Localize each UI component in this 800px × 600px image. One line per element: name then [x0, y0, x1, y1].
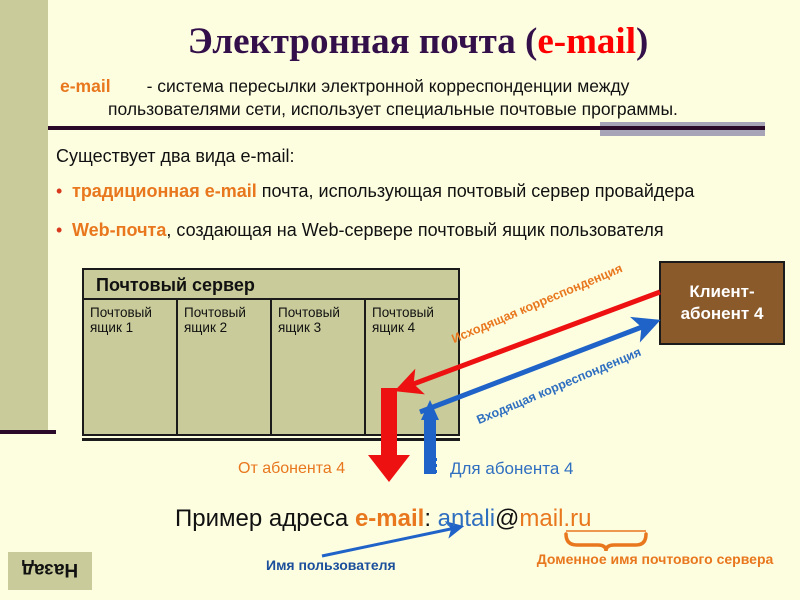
- mailbox-cell-3: Почтовый ящик 3: [272, 300, 366, 434]
- bullet-highlight-webmail: Web-почта: [72, 220, 167, 240]
- email-example-keyword: e-mail: [354, 505, 425, 532]
- incoming-correspondence-label: Входящая корреспонденция: [474, 344, 644, 427]
- username-callout-label: Имя пользователя: [266, 557, 396, 573]
- footer-back-label[interactable]: Назад: [21, 559, 79, 580]
- mail-server-title: Почтовый сервер: [84, 270, 458, 300]
- email-username: antali: [437, 505, 496, 532]
- page-title-main: Электронная почта (: [187, 21, 538, 62]
- bullet-item-webmail: • Web-почта, создающая на Web-сервере поч…: [56, 220, 664, 241]
- mail-server-baseline: [82, 438, 460, 441]
- email-example-prefix: Пример адреса: [175, 505, 355, 532]
- domain-callout-label: Доменное имя почтового сервера: [536, 551, 774, 567]
- email-example-colon: :: [424, 505, 438, 532]
- page-title-tail: ): [635, 21, 649, 62]
- email-at-symbol: @: [495, 505, 520, 532]
- definition-text-one: - система пересылки электронной корреспо…: [146, 76, 630, 96]
- mailbox-cell-2: Почтовый ящик 2: [178, 300, 272, 434]
- definition-term: e-mail: [60, 76, 111, 96]
- mailbox-cell-4: Почтовый ящик 4: [372, 305, 434, 335]
- email-example-line: Пример адреса e-mail: antali@mail.ru: [175, 505, 591, 533]
- intro-text: Существует два вида e-mail:: [56, 146, 295, 166]
- domain-brace-icon: [564, 532, 648, 552]
- mailbox-columns: Почтовый ящик 1 Почтовый ящик 2 Почтовый…: [84, 300, 458, 434]
- email-domain: mail.ru: [519, 505, 592, 532]
- page-title-accent: e-mail: [537, 21, 636, 62]
- mail-server-box: Почтовый сервер Почтовый ящик 1 Почтовый…: [82, 268, 460, 436]
- page-title: Электронная почта (e-mail): [48, 20, 788, 63]
- bullet-rest-traditional: почта, использующая почтовый сервер пров…: [256, 181, 695, 201]
- bullet-rest-webmail: , создающая на Web-сервере почтовый ящик…: [166, 220, 664, 240]
- header-divider-rule: [48, 126, 765, 130]
- outgoing-correspondence-label: Исходящая корреспонденция: [449, 261, 625, 346]
- footer-back-chip[interactable]: [8, 552, 92, 590]
- definition-line-one: e-mail - система пересылки электронной ко…: [60, 76, 790, 97]
- blue-equals-marker-icon: [427, 458, 437, 476]
- caption-for-subscriber: Для абонента 4: [450, 459, 574, 478]
- mailbox-cell-1: Почтовый ящик 1: [84, 300, 178, 434]
- bullet-item-traditional: • традиционная e-mail почта, использующая…: [56, 181, 694, 202]
- bullet-marker-icon: •: [56, 181, 63, 201]
- left-sidebar-band: [0, 0, 48, 432]
- bullet-highlight-traditional: традиционная e-mail: [72, 181, 257, 201]
- definition-line-two: пользователями сети, использует специаль…: [108, 99, 678, 119]
- bullet-marker-icon: •: [56, 220, 63, 240]
- sidebar-bottom-rule: [0, 430, 56, 434]
- client-subscriber-box: Клиент-абонент 4: [659, 261, 785, 345]
- caption-from-subscriber: От абонента 4: [238, 460, 346, 477]
